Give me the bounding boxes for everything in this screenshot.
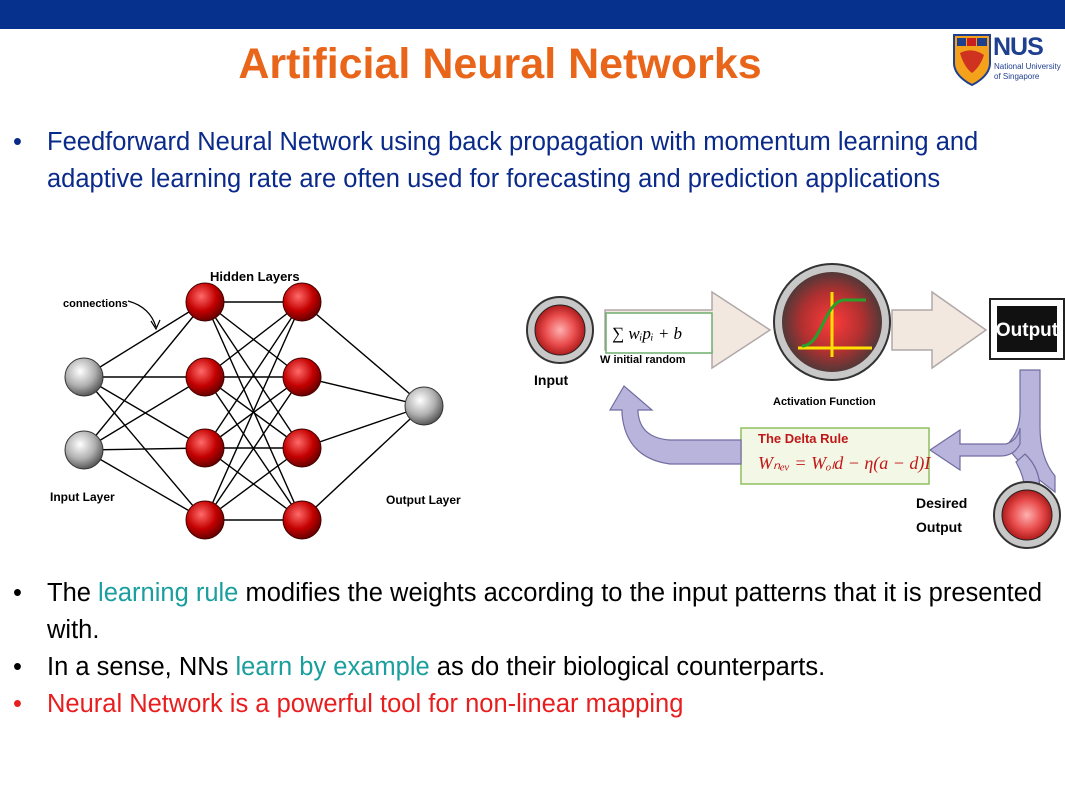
input-label: Input (534, 372, 569, 388)
activation-label: Activation Function (773, 396, 876, 408)
hidden-layers-label: Hidden Layers (210, 269, 300, 284)
hidden1-node-3 (185, 428, 225, 468)
nus-logo (953, 34, 991, 87)
delta-rule-box (740, 427, 930, 485)
output-box (997, 306, 1057, 352)
hidden2-node-1 (282, 282, 322, 322)
sum-formula: ∑ wᵢpᵢ + b (612, 324, 682, 343)
learning-rule-highlight: learning rule (98, 579, 239, 607)
nus-logo-line2: of Singapore (994, 72, 1040, 81)
hidden2-node-4 (282, 500, 322, 540)
bullet-powerful-tool: •Neural Network is a powerful tool for n… (13, 690, 684, 718)
hidden1-node-4 (185, 500, 225, 540)
bottom-bullet-list: •The learning rule modifies the weights … (0, 575, 1047, 723)
nus-logo-text: NUS (993, 33, 1044, 61)
feedforward-network-diagram: Hidden Layers connections Input Layer Ou… (50, 269, 461, 540)
learn-by-example-highlight: learn by example (235, 653, 430, 681)
output-node (404, 386, 444, 426)
desired-label-2: Output (916, 519, 962, 535)
input-circle (534, 304, 586, 356)
forward-arrow-2 (891, 290, 988, 370)
input-node-1 (64, 357, 104, 397)
connections-label: connections (63, 298, 128, 310)
bullet-learning-rule: •The learning rule modifies the weights … (13, 579, 1043, 644)
hidden2-node-2 (282, 357, 322, 397)
delta-rule-diagram: Input ∑ wᵢpᵢ + b W initial random Activa… (526, 263, 1065, 549)
connections-pointer-arrow (127, 300, 157, 328)
desired-label-1: Desired (916, 495, 967, 511)
feedback-arrow-to-input (608, 385, 742, 465)
w-initial-label: W initial random (600, 354, 686, 366)
input-node-2 (64, 430, 104, 470)
hidden1-node-1 (185, 282, 225, 322)
delta-rule-title: The Delta Rule (758, 431, 848, 446)
output-layer-label: Output Layer (386, 493, 461, 507)
top-bar (0, 0, 1065, 29)
slide-title: Artificial Neural Networks (238, 40, 762, 88)
input-layer-label: Input Layer (50, 490, 115, 504)
feedback-arrow-to-delta (928, 427, 1021, 472)
hidden1-node-2 (185, 357, 225, 397)
top-bullet-list: •Feedforward Neural Network using back p… (0, 124, 1047, 198)
desired-output-circle (1001, 489, 1053, 541)
nus-logo-line1: National University (994, 62, 1061, 71)
sum-box (605, 312, 713, 354)
network-connections (83, 301, 425, 521)
hidden2-node-3 (282, 428, 322, 468)
output-box-label: Output (996, 320, 1059, 341)
delta-rule-formula: Wₙₑᵥ = Wₒₗd − η(a − d)I (758, 453, 931, 474)
sigmoid-curve (801, 298, 866, 348)
bullet-feedforward: •Feedforward Neural Network using back p… (13, 128, 979, 193)
bullet-learn-by-example: •In a sense, NNs learn by example as do … (13, 653, 826, 681)
